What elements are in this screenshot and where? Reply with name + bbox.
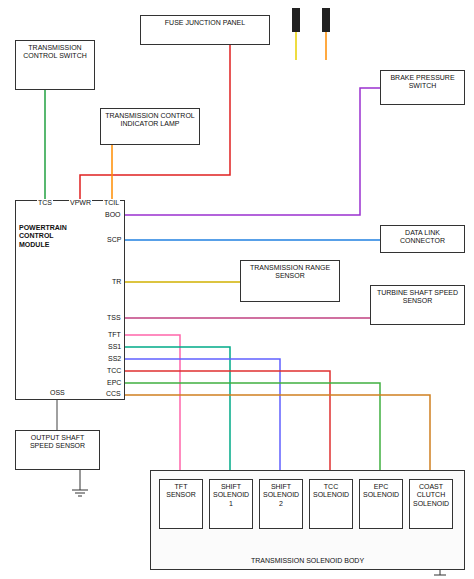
component-name: TURBINE SHAFT SPEED SENSOR — [374, 289, 461, 306]
component-name: POWERTRAIN CONTROL MODULE — [19, 224, 81, 249]
pin-label: TCS — [37, 199, 53, 207]
component-name: TRANSMISSION RANGE SENSOR — [244, 264, 336, 281]
connector-box: DATA LINK CONNECTOR — [380, 225, 465, 253]
component-name: SHIFT SOLENOID 2 — [263, 483, 299, 508]
ground-symbol — [72, 470, 88, 496]
component-name: TFT SENSOR — [163, 483, 199, 500]
wire — [125, 395, 430, 479]
sensor-box: TRANSMISSION RANGE SENSOR — [240, 260, 340, 302]
wire — [56, 400, 58, 430]
switch-box: BRAKE PRESSURE SWITCH — [380, 70, 465, 105]
wire — [125, 335, 180, 479]
solenoid-box: SHIFT SOLENOID 1 — [209, 479, 253, 529]
pin-label: SCP — [106, 236, 122, 244]
switch-box: TRANSMISSION CONTROL SWITCH — [15, 40, 95, 90]
component-name: TRANSMISSION CONTROL INDICATOR LAMP — [104, 112, 196, 129]
component-name: TRANSMISSION SOLENOID BODY — [155, 557, 460, 565]
wire — [125, 371, 330, 479]
pin-label: BOO — [104, 211, 122, 219]
wire — [125, 281, 240, 283]
pin-label: TR — [111, 278, 122, 286]
pin-label: TCIL — [103, 199, 120, 207]
inline-connector — [292, 8, 330, 60]
component-name: FUSE JUNCTION PANEL — [144, 19, 266, 27]
wire — [44, 90, 46, 200]
component-name: SHIFT SOLENOID 1 — [213, 483, 249, 508]
solenoid-box: COAST CLUTCH SOLENOID — [409, 479, 453, 529]
wire — [125, 239, 380, 241]
pin-label: TFT — [107, 331, 122, 339]
wire — [125, 347, 230, 479]
wire — [80, 45, 230, 200]
component-name: COAST CLUTCH SOLENOID — [413, 483, 449, 508]
solenoid-box: TCC SOLENOID — [309, 479, 353, 529]
component-name: TCC SOLENOID — [313, 483, 349, 500]
pin-label: TSS — [106, 314, 122, 322]
wire — [111, 145, 113, 200]
wire — [125, 317, 370, 319]
component-name: OUTPUT SHAFT SPEED SENSOR — [19, 434, 96, 451]
pin-label: CCS — [105, 390, 122, 398]
pin-label: OSS — [49, 389, 66, 397]
wire — [125, 383, 380, 479]
sensor-box: TFT SENSOR — [159, 479, 203, 529]
pin-label: SS2 — [107, 355, 122, 363]
component-name: BRAKE PRESSURE SWITCH — [384, 74, 461, 91]
sensor-box: OUTPUT SHAFT SPEED SENSOR — [15, 430, 100, 470]
ground-symbol — [434, 570, 446, 575]
pin-label: SS1 — [107, 343, 122, 351]
component-name: DATA LINK CONNECTOR — [384, 229, 461, 246]
component-name: TRANSMISSION CONTROL SWITCH — [19, 44, 91, 61]
lamp-box: TRANSMISSION CONTROL INDICATOR LAMP — [100, 108, 200, 145]
wire — [125, 359, 280, 479]
pin-label: TCC — [106, 367, 122, 375]
solenoid-box: SHIFT SOLENOID 2 — [259, 479, 303, 529]
sensor-box: TURBINE SHAFT SPEED SENSOR — [370, 285, 465, 325]
solenoid-body: TRANSMISSION SOLENOID BODY TFT SENSOR SHIF… — [150, 470, 465, 570]
pin-label: VPWR — [69, 199, 92, 207]
pin-label: EPC — [106, 379, 122, 387]
solenoid-box: EPC SOLENOID — [359, 479, 403, 529]
component-name: EPC SOLENOID — [363, 483, 399, 500]
fuse-panel: FUSE JUNCTION PANEL — [140, 15, 270, 45]
